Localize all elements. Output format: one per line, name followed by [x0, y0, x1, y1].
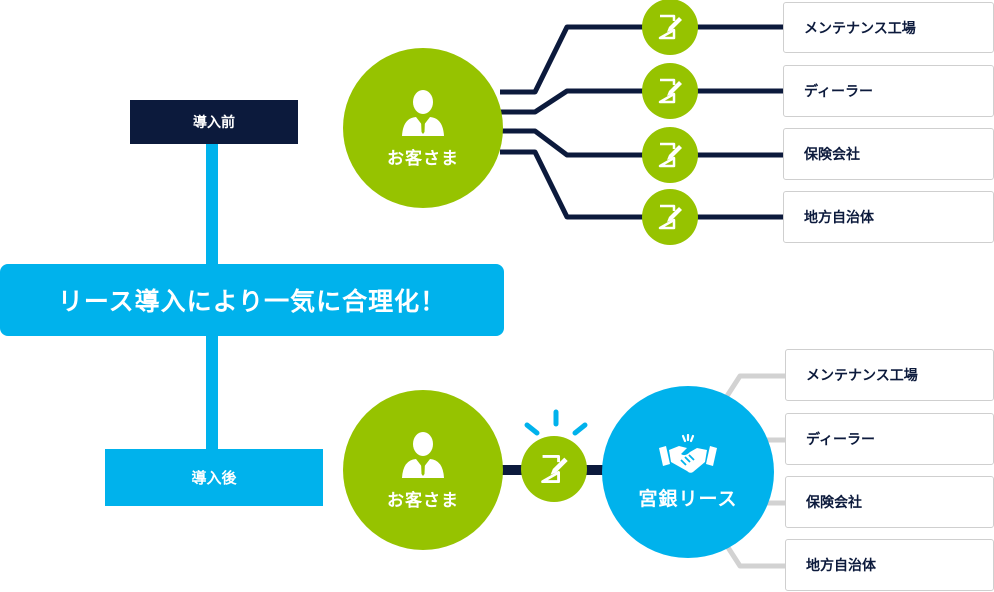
before-document-badge-2 [642, 63, 698, 119]
before-connectors [500, 24, 784, 220]
handshake-icon [659, 433, 717, 473]
company-label: 宮銀リース [638, 487, 738, 510]
document-pen-icon [658, 204, 682, 230]
after-party-box: 地方自治体 [785, 539, 994, 591]
before-customer-circle: お客さま [343, 48, 503, 208]
document-pen-icon [658, 142, 682, 168]
after-customer-circle: お客さま [343, 390, 503, 550]
before-customer-label: お客さま [387, 148, 459, 169]
person-icon [402, 89, 444, 136]
company-circle: 宮銀リース [602, 386, 774, 558]
headline-banner: リース導入により一気に合理化！ [0, 264, 504, 336]
after-customer-label: お客さま [387, 490, 459, 511]
before-label: 導入前 [130, 100, 298, 144]
before-party-box: 地方自治体 [783, 191, 994, 243]
sparkle-marks [524, 409, 588, 436]
after-party-box: 保険会社 [785, 476, 994, 528]
document-pen-icon [541, 455, 568, 483]
before-party-box: ディーラー [783, 65, 994, 117]
after-party-box: ディーラー [785, 413, 994, 465]
document-pen-icon [658, 14, 682, 40]
before-document-badge-3 [642, 127, 698, 183]
before-party-box: メンテナンス工場 [783, 2, 994, 53]
person-icon [402, 431, 444, 478]
document-pen-icon [658, 78, 682, 104]
before-document-badge-4 [642, 189, 698, 245]
before-party-box: 保険会社 [783, 128, 994, 180]
before-document-badge-1 [642, 0, 698, 55]
after-party-box: メンテナンス工場 [785, 349, 994, 401]
after-document-badge [521, 436, 587, 502]
after-label: 導入後 [105, 449, 323, 506]
